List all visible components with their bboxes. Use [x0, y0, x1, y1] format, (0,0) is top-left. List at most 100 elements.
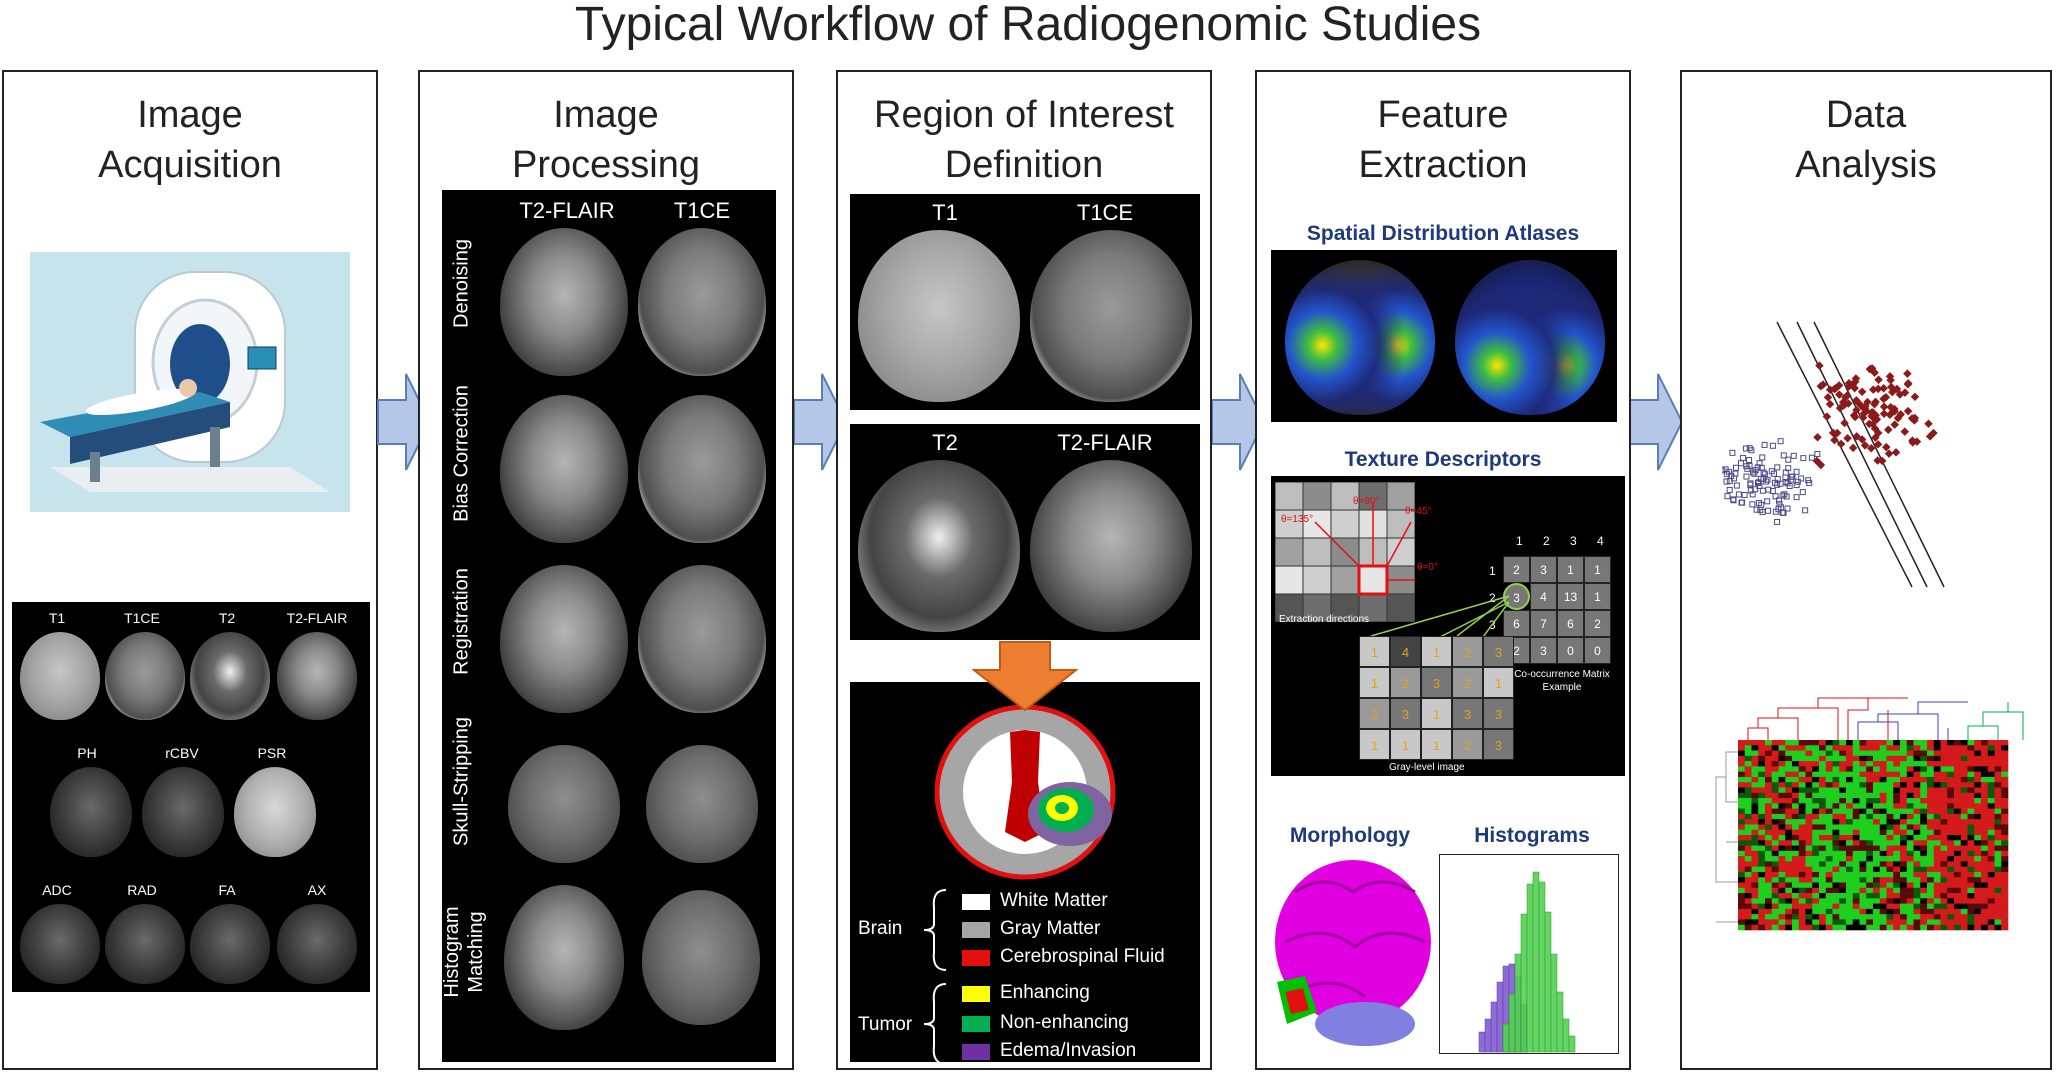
- heatmap-cell: [2001, 903, 2009, 910]
- heatmap-cell: [1852, 792, 1860, 799]
- class-a-point: [1903, 380, 1913, 389]
- heatmap-cell: [1960, 813, 1968, 820]
- heatmap-cell: [1832, 861, 1840, 867]
- heatmap-cell: [2001, 808, 2009, 815]
- heatmap-cell: [1866, 908, 1874, 915]
- heatmap-cell: [1967, 761, 1975, 767]
- heatmap-cell: [1846, 924, 1854, 931]
- heatmap-cell: [1839, 771, 1847, 778]
- heatmap-cell: [1751, 803, 1759, 809]
- heatmap-cell: [1947, 866, 1955, 873]
- heatmap-cell: [1846, 850, 1854, 857]
- atlas-images: [1271, 250, 1617, 422]
- heatmap-cell: [1994, 745, 2002, 751]
- heatmap-cell: [1981, 750, 1989, 757]
- heatmap-cell: [1765, 877, 1773, 883]
- heatmap-cell: [1771, 761, 1779, 767]
- heatmap-cell: [1940, 840, 1948, 846]
- class-b-point: [1741, 492, 1748, 499]
- legend-label: Non-enhancing: [1000, 1012, 1129, 1033]
- heatmap-cell: [1778, 835, 1786, 841]
- heatmap-cell: [1994, 819, 2002, 825]
- heatmap-cell: [1987, 771, 1995, 778]
- class-b-point: [1808, 454, 1815, 461]
- class-b-point: [1756, 460, 1763, 467]
- heatmap-cell: [1947, 782, 1955, 788]
- heatmap-cell: [1974, 887, 1982, 894]
- heatmap-cell: [1886, 787, 1894, 794]
- heatmap-cell: [1859, 824, 1867, 831]
- heatmap-cell: [1940, 740, 1948, 746]
- heatmap-cell: [1792, 787, 1800, 794]
- heatmap-cell: [1805, 813, 1813, 820]
- matrix-row-header: 2: [1489, 591, 1496, 605]
- heatmap-cell: [1886, 835, 1894, 841]
- heatmap-cell: [1812, 750, 1820, 757]
- heatmap-cell: [2001, 866, 2009, 873]
- heatmap-cell: [1798, 761, 1806, 767]
- heatmap-cell: [1879, 740, 1887, 746]
- heatmap-cell: [1947, 819, 1955, 825]
- heatmap-cell: [1987, 792, 1995, 799]
- heatmap-cell: [1886, 919, 1894, 926]
- heatmap-cell: [1738, 845, 1746, 852]
- heatmap-cell: [1778, 887, 1786, 894]
- heatmap-cell: [1960, 761, 1968, 767]
- heatmap-cell: [1812, 903, 1820, 910]
- heatmap-cell: [1879, 861, 1887, 867]
- heatmap-cell: [1819, 745, 1827, 751]
- heatmap-cell: [1906, 740, 1914, 746]
- heatmap-cell: [1981, 771, 1989, 778]
- heatmap-cell: [1981, 745, 1989, 751]
- heatmap-cell: [1778, 908, 1786, 915]
- heatmap-cell: [1866, 745, 1874, 751]
- morphology-heading: Morphology: [1289, 824, 1411, 847]
- heatmap-cell: [1994, 835, 2002, 841]
- heatmap-cell: [1967, 924, 1975, 931]
- heatmap-cell: [1785, 792, 1793, 799]
- heatmap-cell: [1839, 861, 1847, 867]
- heatmap-cell: [1751, 750, 1759, 757]
- heatmap-cell: [2001, 803, 2009, 809]
- heatmap-cell: [1913, 903, 1921, 910]
- heatmap-cell: [1866, 771, 1874, 778]
- panel-feature-extraction: Feature Extraction Spatial Distribution …: [1255, 70, 1631, 1070]
- modality-label: PSR: [257, 745, 287, 761]
- heatmap-cell: [1927, 903, 1935, 910]
- heatmap-cell: [1960, 861, 1968, 867]
- heatmap-cell: [1913, 840, 1921, 846]
- heatmap-cell: [1765, 893, 1773, 899]
- heatmap-cell: [1819, 850, 1827, 857]
- heatmap-cell: [1873, 755, 1881, 762]
- heatmap-cell: [1879, 761, 1887, 767]
- heatmap-cell: [1832, 819, 1840, 825]
- heatmap-cell: [1920, 766, 1928, 772]
- class-b-point: [1793, 482, 1800, 489]
- heatmap-cell: [1879, 792, 1887, 799]
- class-a-point: [1910, 416, 1919, 425]
- heatmap-cell: [1839, 766, 1847, 772]
- heatmap-cell: [1920, 871, 1928, 878]
- class-b-point: [1746, 456, 1753, 463]
- heatmap-cell: [1751, 914, 1759, 920]
- heatmap-cell: [1819, 798, 1827, 804]
- heatmap-cell: [1913, 776, 1921, 783]
- heatmap-cell: [1778, 914, 1786, 920]
- heatmap-cell: [1967, 740, 1975, 746]
- heatmap-cell: [1967, 798, 1975, 804]
- heatmap-cell: [1920, 829, 1928, 836]
- heatmap-cell: [1906, 782, 1914, 788]
- brain-scan: [142, 767, 224, 857]
- heatmap-cell: [1738, 877, 1746, 883]
- heatmap-cell: [1987, 898, 1995, 904]
- heatmap-cell: [1785, 887, 1793, 894]
- matrix-cell: 6: [1557, 610, 1584, 637]
- heatmap-cell: [1873, 798, 1881, 804]
- class-b-point: [1779, 492, 1786, 499]
- heatmap-cell: [1765, 835, 1773, 841]
- heatmap-cell: [1866, 829, 1874, 836]
- heatmap-cell: [1839, 845, 1847, 852]
- heatmap-cell: [1765, 792, 1773, 799]
- heatmap-cell: [1859, 903, 1867, 910]
- heatmap-cell: [1859, 813, 1867, 820]
